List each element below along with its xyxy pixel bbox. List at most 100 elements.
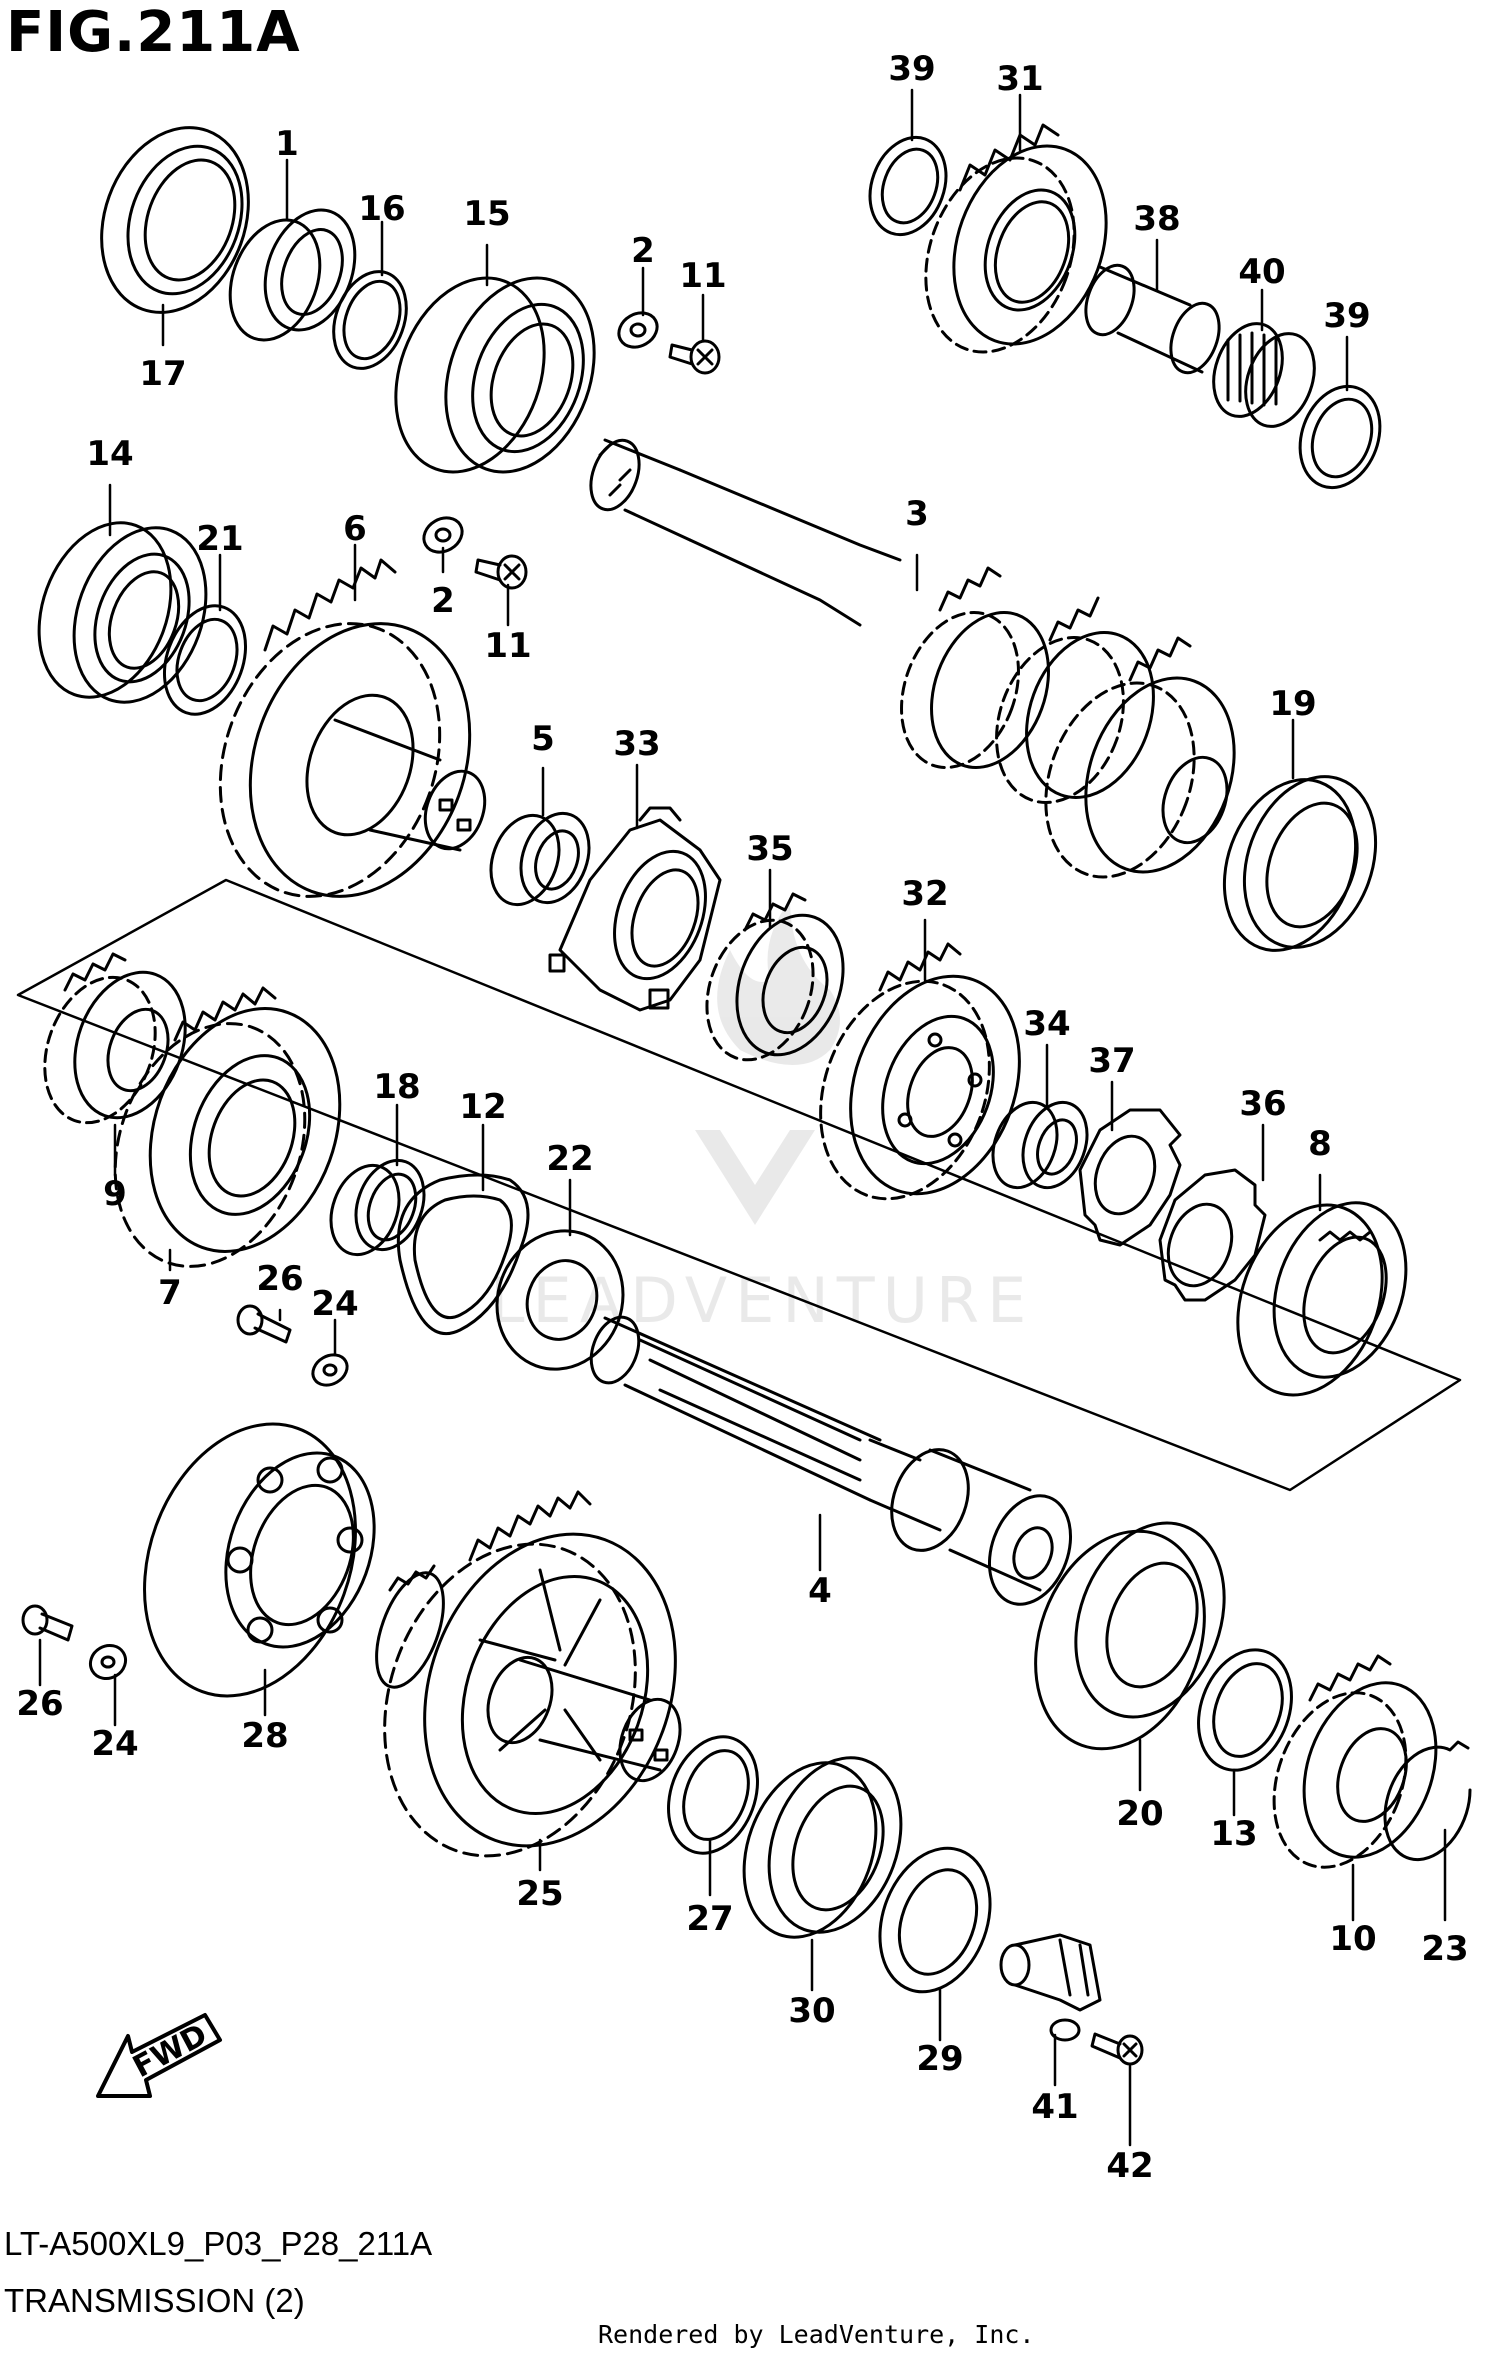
callout-14: 14 [86, 434, 133, 474]
callout-5: 5 [531, 719, 555, 759]
part-30-bearing [742, 1756, 903, 1939]
callout-24b: 24 [91, 1724, 138, 1764]
callout-34: 34 [1023, 1004, 1070, 1044]
part-17-oil-seal [100, 126, 250, 314]
part-29-oil-seal [878, 1846, 992, 1994]
part-2-washer-mid [422, 516, 464, 554]
flame-icon [717, 900, 840, 1065]
callout-9: 9 [103, 1174, 127, 1214]
callout-36: 36 [1239, 1084, 1286, 1124]
watermark: LEADVENTURE [490, 900, 1034, 1337]
part-20-bearing [1034, 1521, 1226, 1751]
callout-28: 28 [241, 1716, 288, 1756]
callout-32: 32 [901, 874, 948, 914]
callout-12: 12 [459, 1087, 506, 1127]
callout-26a: 26 [256, 1259, 303, 1299]
callout-21: 21 [196, 519, 243, 559]
callout-19: 19 [1269, 684, 1316, 724]
part-39-washer-top [868, 135, 948, 237]
part-11-screw-mid [474, 554, 528, 590]
v-mark-icon [695, 1130, 815, 1225]
part-10-gear [1272, 1654, 1438, 1869]
part-25-final-gear [375, 1490, 682, 1858]
part-18-bushing [329, 1158, 426, 1257]
part-13-ring [1197, 1648, 1293, 1772]
part-27-ring [667, 1735, 759, 1855]
part-41-speed-sensor [999, 1933, 1102, 2042]
callout-1: 1 [275, 124, 299, 164]
callout-16: 16 [358, 189, 405, 229]
callout-35: 35 [746, 829, 793, 869]
callout-26b: 26 [16, 1684, 63, 1724]
part-8-shift-sleeve [1236, 1201, 1408, 1397]
part-23-circlip [1383, 1740, 1472, 1862]
callout-10: 10 [1329, 1919, 1376, 1959]
callout-40: 40 [1238, 252, 1285, 292]
callout-38: 38 [1133, 199, 1180, 239]
subassembly-outline [16, 878, 1462, 1492]
part-36-lock-washer [1158, 1168, 1267, 1302]
part-37-lock-washer [1078, 1108, 1182, 1247]
part-42-bolt [1090, 2032, 1144, 2066]
callout-15: 15 [463, 194, 510, 234]
callout-6: 6 [343, 509, 367, 549]
callout-13: 13 [1210, 1814, 1257, 1854]
callout-18: 18 [373, 1067, 420, 1107]
callout-37: 37 [1088, 1041, 1135, 1081]
part-26-bolt-mid [236, 1304, 292, 1344]
part-19-bearing [1222, 775, 1378, 952]
part-34-bushing [991, 1100, 1089, 1190]
watermark-text: LEADVENTURE [490, 1264, 1034, 1337]
part-12-plate [396, 1173, 530, 1336]
callout-11a: 11 [679, 256, 726, 296]
part-22-washer [495, 1229, 625, 1371]
part-32-gear [819, 942, 1021, 1201]
part-16-ring [332, 270, 408, 370]
part-33-shift-sleeve [548, 806, 722, 1012]
callout-3: 3 [905, 494, 929, 534]
callout-23: 23 [1421, 1929, 1468, 1969]
part-14-bearing [37, 521, 208, 704]
part-2-washer-top [617, 311, 659, 349]
part-6-gear [218, 558, 487, 898]
callout-29: 29 [916, 2039, 963, 2079]
part-28-bearing [143, 1422, 376, 1698]
part-7-gear [113, 986, 342, 1268]
section-title: TRANSMISSION (2) [4, 2282, 305, 2319]
callout-2a: 2 [631, 231, 655, 271]
callout-41: 41 [1031, 2087, 1078, 2127]
fwd-arrow-icon: FWD [96, 2013, 222, 2098]
part-35-gear [705, 892, 845, 1062]
part-39-washer-right [1298, 384, 1382, 490]
callout-42: 42 [1106, 2146, 1153, 2186]
callout-33: 33 [613, 724, 660, 764]
part-1-bearing [228, 208, 357, 342]
callout-17: 17 [139, 354, 186, 394]
callout-2b: 2 [431, 581, 455, 621]
part-5-bushing [489, 811, 591, 907]
leader-lines [38, 88, 1447, 2147]
callout-7: 7 [158, 1273, 182, 1313]
fwd-label: FWD [127, 2017, 213, 2085]
figure-title: FIG.211A [6, 0, 301, 65]
callout-8: 8 [1308, 1124, 1332, 1164]
part-24-washer-low [88, 1643, 128, 1681]
callout-20: 20 [1116, 1794, 1163, 1834]
callout-24a: 24 [311, 1284, 358, 1324]
part-3-countershaft [589, 438, 1236, 879]
model-code: LT-A500XL9_P03_P28_211A [4, 2225, 433, 2262]
part-24-washer-mid [311, 1353, 349, 1387]
part-21-washer [162, 604, 248, 716]
part-26-bolt-low [21, 1604, 74, 1642]
part-31-gear [924, 123, 1108, 354]
part-11-screw-top [668, 339, 721, 375]
callout-numbers: 1 2 2 3 4 5 6 7 8 9 10 11 11 12 13 14 15… [16, 49, 1468, 2186]
callout-39b: 39 [1323, 296, 1370, 336]
callout-11b: 11 [484, 626, 531, 666]
render-credit: Rendered by LeadVenture, Inc. [598, 2320, 1035, 2349]
part-40-needle-bearing [1212, 322, 1316, 428]
callout-22: 22 [546, 1139, 593, 1179]
part-38-sleeve [1084, 263, 1221, 375]
callout-25: 25 [516, 1874, 563, 1914]
